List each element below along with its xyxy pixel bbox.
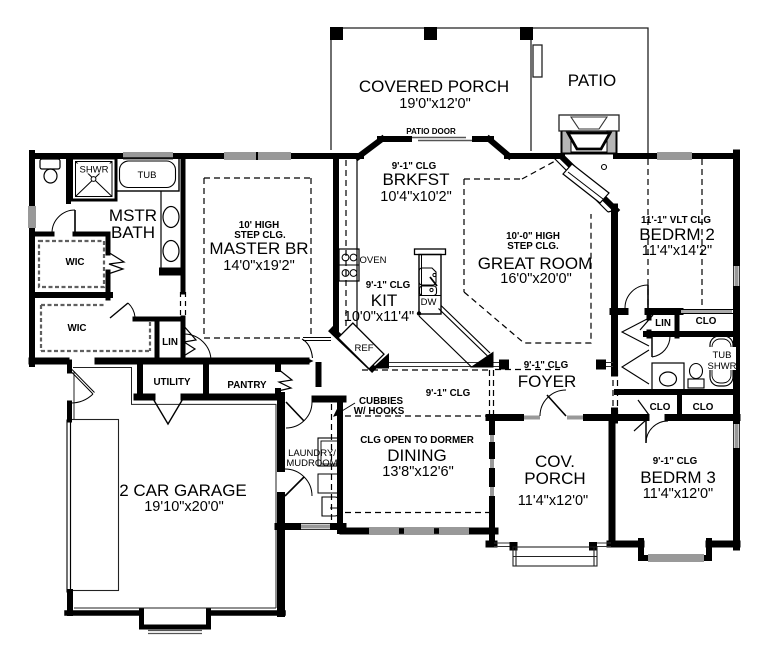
svg-text:LAUNDRY/: LAUNDRY/ [288, 448, 336, 459]
svg-text:11'4"x12'0": 11'4"x12'0" [518, 493, 588, 509]
svg-text:KIT: KIT [371, 291, 397, 310]
svg-text:BRKFST: BRKFST [382, 170, 449, 189]
svg-text:19'0"x12'0": 19'0"x12'0" [399, 96, 470, 112]
svg-text:PANTRY: PANTRY [227, 380, 267, 391]
svg-text:10'4"x10'2": 10'4"x10'2" [380, 189, 451, 205]
svg-text:PATIO: PATIO [568, 71, 617, 90]
svg-text:MSTR: MSTR [109, 206, 157, 225]
svg-text:9'-1" CLG: 9'-1" CLG [366, 280, 411, 291]
svg-text:BATH: BATH [111, 223, 155, 242]
svg-text:11'4"x12'0": 11'4"x12'0" [643, 486, 713, 502]
svg-text:W/ HOOKS: W/ HOOKS [354, 406, 405, 417]
svg-text:LIN: LIN [655, 318, 671, 329]
svg-text:DINING: DINING [387, 446, 447, 465]
svg-text:10'0"x11'4": 10'0"x11'4" [344, 309, 414, 325]
svg-text:SHWR: SHWR [79, 165, 108, 176]
svg-text:10' HIGH: 10' HIGH [239, 220, 279, 231]
svg-text:9'-1" CLG: 9'-1" CLG [392, 161, 437, 172]
svg-text:COVERED PORCH: COVERED PORCH [359, 77, 509, 96]
svg-text:FOYER: FOYER [518, 372, 577, 391]
svg-text:9'-1" CLG: 9'-1" CLG [524, 360, 569, 371]
svg-text:11'-1" VLT CLG: 11'-1" VLT CLG [641, 215, 711, 226]
svg-text:REF: REF [355, 343, 374, 354]
svg-text:OVEN: OVEN [360, 255, 387, 266]
svg-text:CUBBIES: CUBBIES [359, 396, 404, 407]
svg-text:COV.: COV. [535, 452, 575, 471]
svg-text:UTILITY: UTILITY [153, 377, 190, 388]
svg-text:2 CAR GARAGE: 2 CAR GARAGE [119, 481, 247, 500]
svg-text:DW: DW [421, 297, 437, 308]
svg-text:19'10"x20'0": 19'10"x20'0" [144, 499, 224, 515]
svg-text:WIC: WIC [65, 257, 84, 268]
svg-text:STEP CLG.: STEP CLG. [234, 230, 286, 241]
svg-text:MASTER BR: MASTER BR [209, 239, 308, 258]
svg-text:14'0"x19'2": 14'0"x19'2" [223, 258, 294, 274]
svg-text:PORCH: PORCH [524, 469, 585, 488]
svg-text:CLO: CLO [696, 316, 717, 327]
svg-text:STEP CLG.: STEP CLG. [507, 241, 559, 252]
svg-text:TUB: TUB [138, 170, 157, 181]
svg-text:WIC: WIC [67, 323, 86, 334]
svg-text:9'-1" CLG: 9'-1" CLG [653, 456, 698, 467]
svg-text:MUDROOM: MUDROOM [286, 458, 337, 469]
svg-text:GREAT ROOM: GREAT ROOM [478, 254, 593, 273]
svg-text:TUB: TUB [713, 350, 732, 361]
svg-text:CLG OPEN TO DORMER: CLG OPEN TO DORMER [360, 435, 474, 446]
svg-text:LIN: LIN [162, 337, 178, 348]
svg-text:16'0"x20'0": 16'0"x20'0" [500, 271, 571, 287]
svg-text:BEDRM 3: BEDRM 3 [640, 468, 716, 487]
svg-text:SHWR: SHWR [707, 361, 736, 372]
svg-text:PATIO DOOR: PATIO DOOR [406, 127, 456, 136]
svg-text:BEDRM 2: BEDRM 2 [639, 225, 715, 244]
svg-text:13'8"x12'6": 13'8"x12'6" [382, 464, 453, 480]
svg-text:CLO: CLO [650, 402, 671, 413]
svg-text:10'-0" HIGH: 10'-0" HIGH [506, 231, 560, 242]
svg-text:9'-1" CLG: 9'-1" CLG [426, 388, 471, 399]
svg-text:11'4"x14'2": 11'4"x14'2" [642, 243, 712, 259]
svg-text:CLO: CLO [693, 402, 714, 413]
